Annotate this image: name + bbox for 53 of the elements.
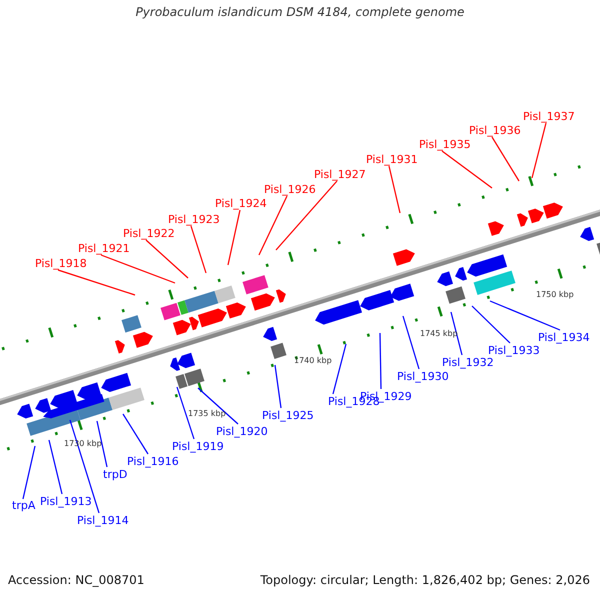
- gene-label: Pisl_1933: [488, 344, 540, 357]
- leader-line: [122, 414, 148, 454]
- leader-line: [491, 136, 520, 182]
- leader-line: [388, 166, 401, 214]
- leader-line: [69, 420, 100, 514]
- gene-label: Pisl_1923: [168, 213, 220, 226]
- leader-line: [58, 269, 136, 296]
- scale-label: 1735 kbp: [188, 408, 226, 420]
- gene-label: Pisl_1918: [35, 257, 87, 270]
- gene-label: Pisl_1926: [264, 183, 316, 196]
- leader-line: [258, 196, 288, 256]
- title: Pyrobaculum islandicum DSM 4184, complete genome: [134, 6, 466, 19]
- gene-label: Pisl_1937: [523, 110, 575, 123]
- leader-line: [22, 446, 36, 500]
- gene-label: Pisl_1932: [442, 356, 494, 369]
- leader-line: [190, 226, 207, 274]
- footer-text: Topology: circular; Length: 1,826,402 bp; Genes: 2,026: [260, 574, 590, 587]
- gene-label: Pisl_1935: [419, 138, 471, 151]
- leader-line: [96, 420, 108, 468]
- leader-line: [227, 210, 241, 266]
- gene-label: Pisl_1916: [127, 455, 179, 468]
- leader-line: [472, 306, 510, 344]
- scale-label: 1740 kbp: [294, 355, 332, 367]
- gene-label: Pisl_1921: [78, 242, 130, 255]
- leader-line: [276, 180, 338, 250]
- gene-label: Pisl_1930: [397, 370, 449, 383]
- gene-label: Pisl_1914: [77, 514, 129, 527]
- gene-label: Pisl_1924: [215, 197, 267, 210]
- footer-text: Accession: NC_008701: [8, 574, 144, 587]
- leader-line: [379, 332, 382, 390]
- gene-label: Pisl_1922: [123, 227, 175, 240]
- leader-line: [48, 440, 63, 494]
- gene-label: Pisl_1931: [366, 153, 418, 166]
- leader-line: [198, 388, 238, 424]
- gene-label: Pisl_1919: [172, 440, 224, 453]
- leader-line: [176, 386, 195, 440]
- leader-line: [402, 316, 420, 370]
- leader-line: [100, 254, 176, 284]
- leader-line: [531, 122, 547, 178]
- gene-label: Pisl_1913: [40, 495, 92, 508]
- gene-label: Pisl_1936: [469, 124, 521, 137]
- leader-line: [146, 240, 188, 278]
- gene-label: Pisl_1925: [262, 409, 314, 422]
- leader-line: [442, 150, 492, 188]
- leader-line: [274, 364, 282, 408]
- gene-label: trpD: [103, 468, 128, 481]
- leader-line: [332, 344, 347, 394]
- leader-line: [490, 300, 560, 331]
- gene-label: Pisl_1920: [216, 425, 268, 438]
- gene-label: Pisl_1934: [538, 331, 590, 344]
- gene-label: trpA: [12, 499, 36, 512]
- gene-label: Pisl_1927: [314, 168, 366, 181]
- scale-label: 1750 kbp: [536, 289, 574, 301]
